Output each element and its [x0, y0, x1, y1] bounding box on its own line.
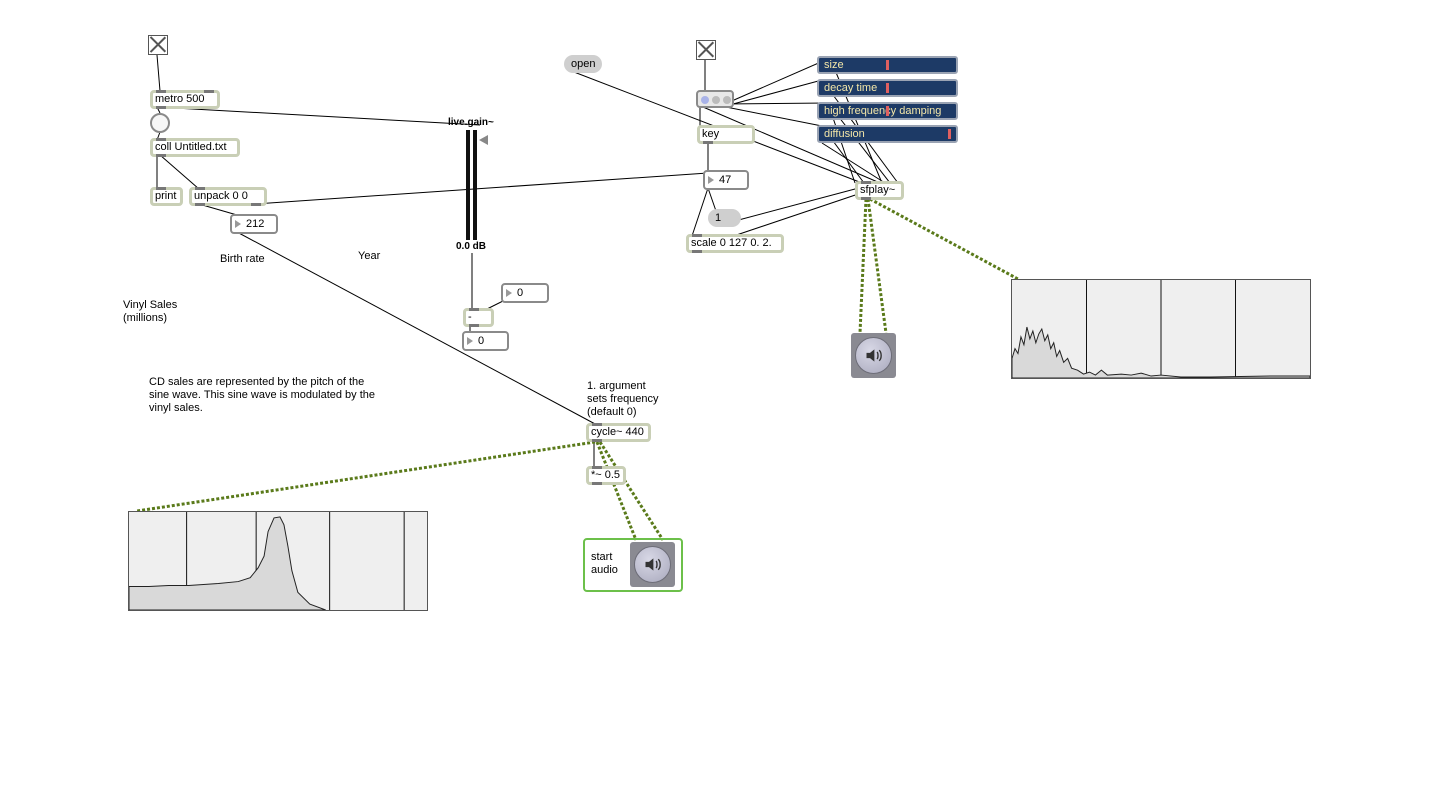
speaker-icon — [634, 546, 671, 583]
scale-object[interactable]: scale 0 127 0. 2. — [686, 234, 784, 253]
speaker-icon — [855, 337, 892, 374]
unpack-object[interactable]: unpack 0 0 — [189, 187, 267, 206]
birth-value-number-box[interactable]: 212 — [230, 214, 278, 234]
unpack-label: unpack 0 0 — [194, 190, 248, 202]
size-slider[interactable]: size — [817, 56, 958, 74]
diffusion-slider[interactable]: diffusion — [817, 125, 958, 143]
birth-value: 212 — [246, 218, 265, 230]
sfplay-object[interactable]: sfplay~ — [855, 181, 904, 200]
high-frequency-damping-slider-knob[interactable] — [886, 106, 889, 116]
metro-object[interactable]: metro 500 — [150, 90, 220, 109]
minus-output: 0 — [478, 335, 485, 347]
print-object[interactable]: print — [150, 187, 183, 206]
times-object[interactable]: *~ 0.5 — [586, 466, 626, 485]
live-gain-bar-right — [473, 130, 477, 240]
birth-rate-comment: Birth rate — [220, 253, 265, 265]
spectroscope-cycle — [128, 511, 428, 611]
key-number: 47 — [719, 174, 732, 186]
cycle-object[interactable]: cycle~ 440 — [586, 423, 651, 442]
minus-label: - — [468, 311, 472, 323]
decay-time-slider[interactable]: decay time — [817, 79, 958, 97]
high-frequency-damping-slider-label: high frequency damping — [824, 105, 942, 117]
sfplay-label: sfplay~ — [860, 184, 896, 196]
spectroscope-sfplay — [1011, 279, 1311, 379]
high-frequency-damping-slider[interactable]: high frequency damping — [817, 102, 958, 120]
argument-comment: 1. argument sets frequency (default 0) — [587, 380, 659, 418]
start-audio-comment: start audio — [591, 551, 618, 576]
live-gain-meter[interactable]: live.gain~ 0.0 dB — [448, 117, 508, 257]
times-label: *~ 0.5 — [591, 469, 621, 481]
diffusion-slider-knob[interactable] — [948, 129, 952, 139]
year-comment: Year — [358, 250, 381, 262]
right-number-box[interactable]: 0 — [501, 283, 549, 303]
metro-label: metro 500 — [155, 93, 205, 105]
ezdac-start-audio[interactable] — [630, 542, 675, 587]
size-slider-label: size — [824, 59, 844, 71]
live-gain-bar-left — [466, 130, 470, 240]
cycle-label: cycle~ 440 — [591, 426, 644, 438]
live-gain-title: live.gain~ — [448, 117, 494, 128]
cd-sales-comment: CD sales are represented by the pitch of… — [149, 376, 376, 414]
key-number-box[interactable]: 47 — [703, 170, 749, 190]
decay-time-slider-knob[interactable] — [886, 83, 889, 93]
key-label: key — [702, 128, 720, 140]
diffusion-slider-label: diffusion — [824, 128, 865, 140]
live-gain-slider-triangle-icon[interactable] — [479, 135, 488, 145]
toggle-x-icon-metro[interactable] — [148, 35, 168, 55]
scale-label: scale 0 127 0. 2. — [691, 237, 772, 249]
coll-object[interactable]: coll Untitled.txt — [150, 138, 240, 157]
decay-time-slider-label: decay time — [824, 82, 878, 94]
minus-object[interactable]: - — [463, 308, 494, 327]
live-gain-readout: 0.0 dB — [456, 241, 487, 252]
start-audio-box[interactable]: start audio — [583, 538, 683, 592]
open-message[interactable]: open — [564, 55, 603, 73]
radio-dots-icon[interactable] — [696, 90, 734, 108]
bang-circle-icon[interactable] — [150, 113, 170, 133]
one-message[interactable]: 1 — [708, 209, 741, 227]
print-label: print — [155, 190, 177, 202]
ezdac-sfplay[interactable] — [851, 333, 896, 378]
coll-label: coll Untitled.txt — [155, 141, 227, 153]
right-number: 0 — [517, 287, 524, 299]
minus-output-number-box[interactable]: 0 — [462, 331, 509, 351]
vinyl-sales-comment: Vinyl Sales (millions) — [123, 299, 178, 324]
toggle-x-icon-sfplay[interactable] — [696, 40, 716, 60]
key-object[interactable]: key — [697, 125, 755, 144]
size-slider-knob[interactable] — [886, 60, 889, 70]
